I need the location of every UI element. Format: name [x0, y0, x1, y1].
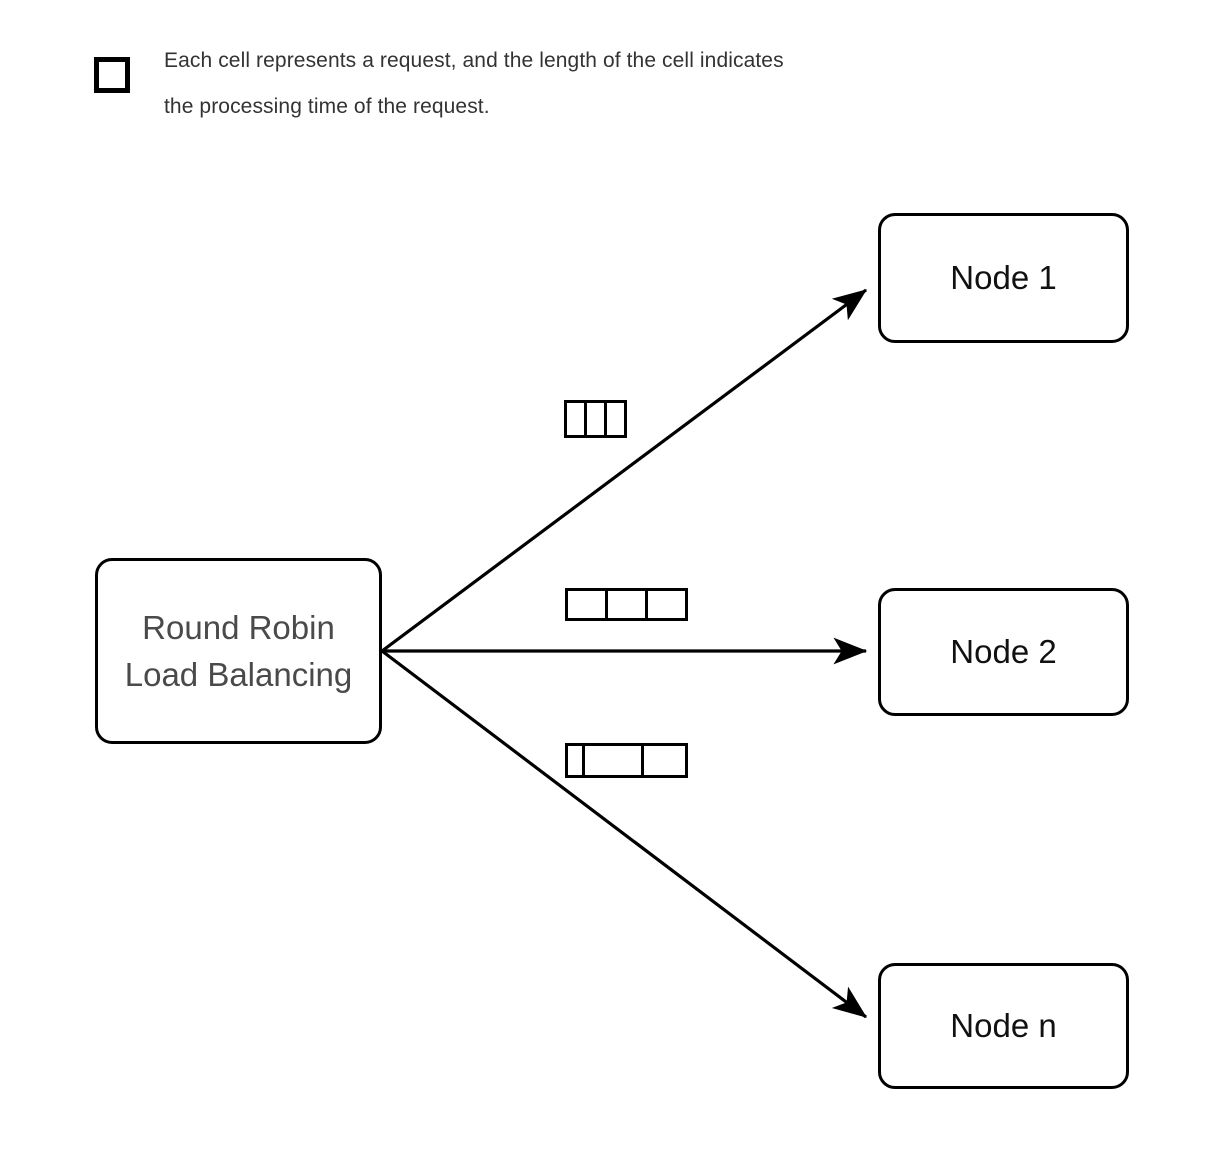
- request-cell: [565, 588, 608, 621]
- node-box-node-2[interactable]: Node 2: [878, 588, 1129, 716]
- source-box-label: Round Robin Load Balancing: [124, 609, 353, 693]
- legend-caption: Each cell represents a request, and the …: [164, 49, 784, 118]
- empty-square-icon: [94, 57, 130, 93]
- request-queue-node-n: [565, 743, 688, 778]
- request-queue-node-2: [565, 588, 688, 621]
- request-cell: [645, 588, 688, 621]
- node-box-node-n[interactable]: Node n: [878, 963, 1129, 1089]
- request-queue-node-1: [564, 400, 627, 438]
- request-cell: [605, 588, 648, 621]
- node-box-label: Node 1: [950, 259, 1057, 296]
- arrow-to-node-1: [381, 288, 868, 653]
- request-cell: [604, 400, 627, 438]
- request-cell: [641, 743, 688, 778]
- arrow-to-node-n: [381, 649, 868, 1019]
- node-box-label: Node n: [950, 1007, 1057, 1044]
- source-box-round-robin[interactable]: Round Robin Load Balancing: [95, 558, 382, 744]
- node-box-node-1[interactable]: Node 1: [878, 213, 1129, 343]
- request-cell: [582, 743, 644, 778]
- node-box-label: Node 2: [950, 633, 1057, 670]
